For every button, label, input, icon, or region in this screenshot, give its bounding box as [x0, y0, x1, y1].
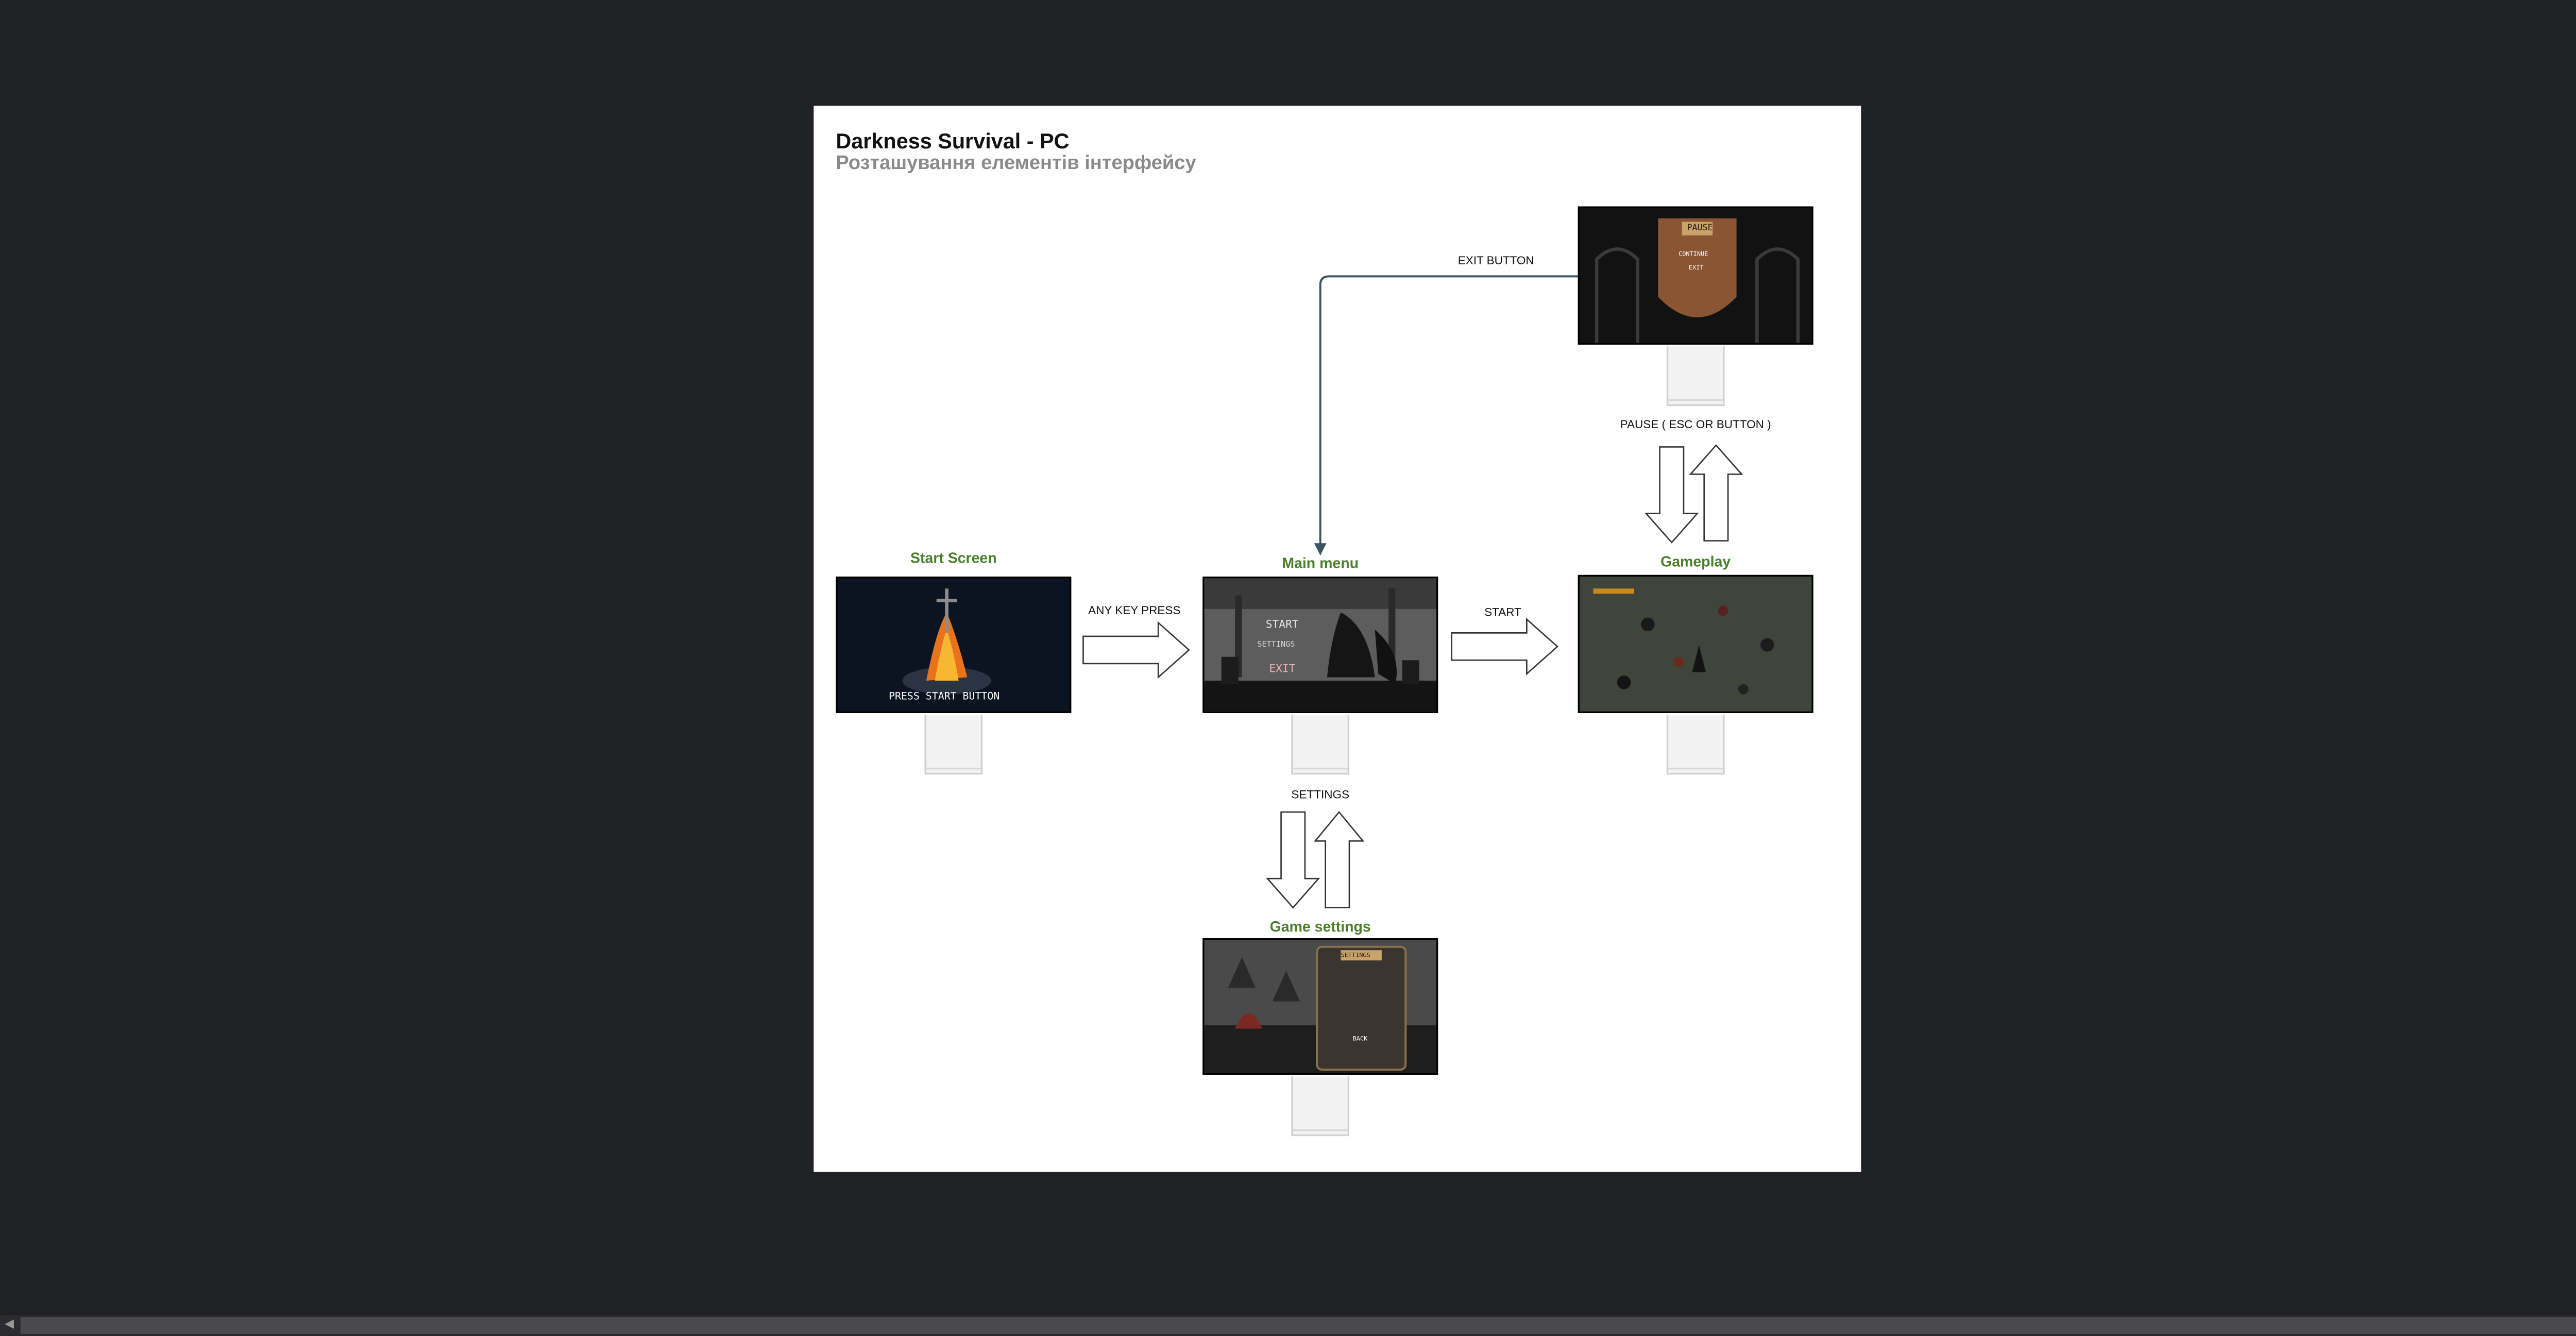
scroll-left-icon[interactable]: ◀: [5, 1318, 14, 1331]
edge-label-pause: PAUSE ( ESC OR BUTTON ): [1620, 419, 1771, 432]
start-screen-note: [924, 715, 983, 775]
horizontal-scrollbar[interactable]: [0, 1315, 2576, 1336]
node-label-start-screen: Start Screen: [910, 549, 997, 567]
pause-screen-thumbnail: PAUSE CONTINUE EXIT: [1578, 206, 1814, 345]
graveyard-art: [1204, 578, 1436, 712]
gameplay-note: [1666, 715, 1725, 775]
diagram-title: Darkness Survival - PC: [836, 129, 1070, 154]
pause-continue-item: CONTINUE: [1679, 250, 1708, 258]
menu-start-item: START: [1265, 617, 1299, 632]
edge-label-settings: SETTINGS: [1291, 789, 1350, 802]
block-arrow-any-key: [1082, 621, 1190, 679]
menu-settings-item: SETTINGS: [1257, 641, 1295, 650]
pause-art: [1579, 208, 1812, 343]
main-menu-note: [1291, 715, 1350, 775]
press-start-text: PRESS START BUTTON: [889, 690, 1000, 703]
block-arrow-settings-down: [1266, 811, 1320, 909]
game-settings-thumbnail: SETTINGS BACK: [1202, 938, 1438, 1075]
start-screen-thumbnail: PRESS START BUTTON: [836, 577, 1072, 713]
block-arrow-pause-up: [1689, 444, 1743, 542]
settings-title: SETTINGS: [1341, 952, 1370, 959]
node-label-main-menu: Main menu: [1282, 554, 1359, 572]
edge-label-exit-button: EXIT BUTTON: [1458, 256, 1534, 268]
menu-exit-item: EXIT: [1269, 662, 1296, 676]
main-menu-thumbnail: START SETTINGS EXIT: [1202, 577, 1438, 713]
settings-back-button: BACK: [1352, 1035, 1368, 1043]
diagram-subtitle: Розташування елементів інтерфейсу: [836, 153, 1196, 174]
edge-label-start: START: [1484, 607, 1521, 619]
pause-exit-item: EXIT: [1688, 264, 1704, 272]
block-arrow-pause-down: [1645, 446, 1699, 544]
exit-connector: [1314, 275, 1578, 556]
settings-art: [1204, 940, 1436, 1073]
block-arrow-start: [1451, 617, 1558, 675]
bonfire-art: [837, 578, 1070, 712]
node-label-gameplay: Gameplay: [1660, 552, 1731, 570]
horizontal-scroll-thumb[interactable]: [20, 1317, 2576, 1334]
game-settings-note: [1291, 1076, 1350, 1137]
pause-note: [1666, 346, 1725, 407]
node-label-game-settings: Game settings: [1269, 918, 1371, 935]
gameplay-thumbnail: [1578, 574, 1814, 713]
edge-label-any-key-press: ANY KEY PRESS: [1088, 605, 1181, 618]
block-arrow-settings-up: [1313, 810, 1365, 908]
gameplay-art: [1579, 577, 1812, 712]
pause-title: PAUSE: [1687, 223, 1713, 234]
